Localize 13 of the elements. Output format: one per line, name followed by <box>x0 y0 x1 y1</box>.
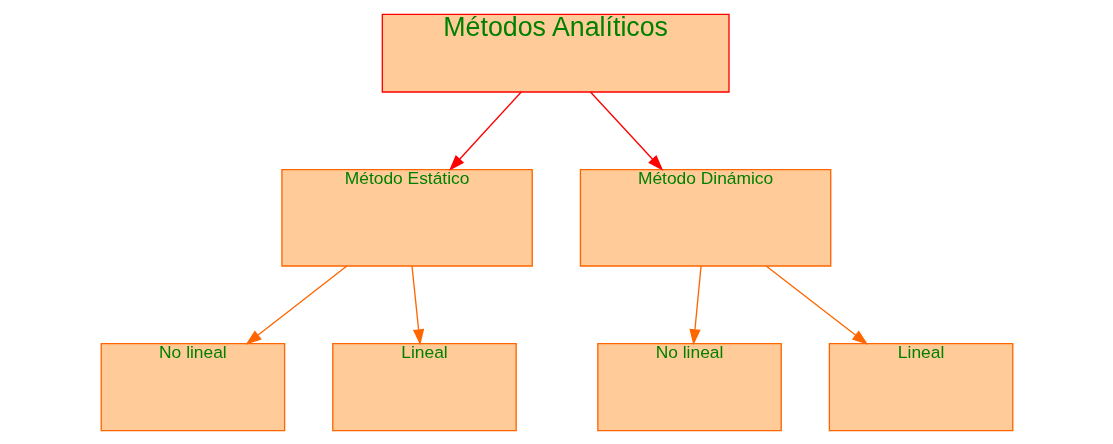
arrow <box>245 264 348 345</box>
node-box: Métodos Analíticos <box>381 13 730 93</box>
node-box: No lineal <box>100 342 285 431</box>
node-box: Método Dinámico <box>579 168 831 267</box>
arrow <box>765 264 868 345</box>
arrow <box>410 264 424 345</box>
arrow <box>589 90 663 171</box>
node-box: Método Estático <box>280 168 533 267</box>
arrow <box>448 90 522 171</box>
arrow <box>688 264 702 345</box>
node-box: Lineal <box>828 342 1013 431</box>
node-box: Lineal <box>331 342 517 431</box>
node-box: No lineal <box>596 342 782 431</box>
